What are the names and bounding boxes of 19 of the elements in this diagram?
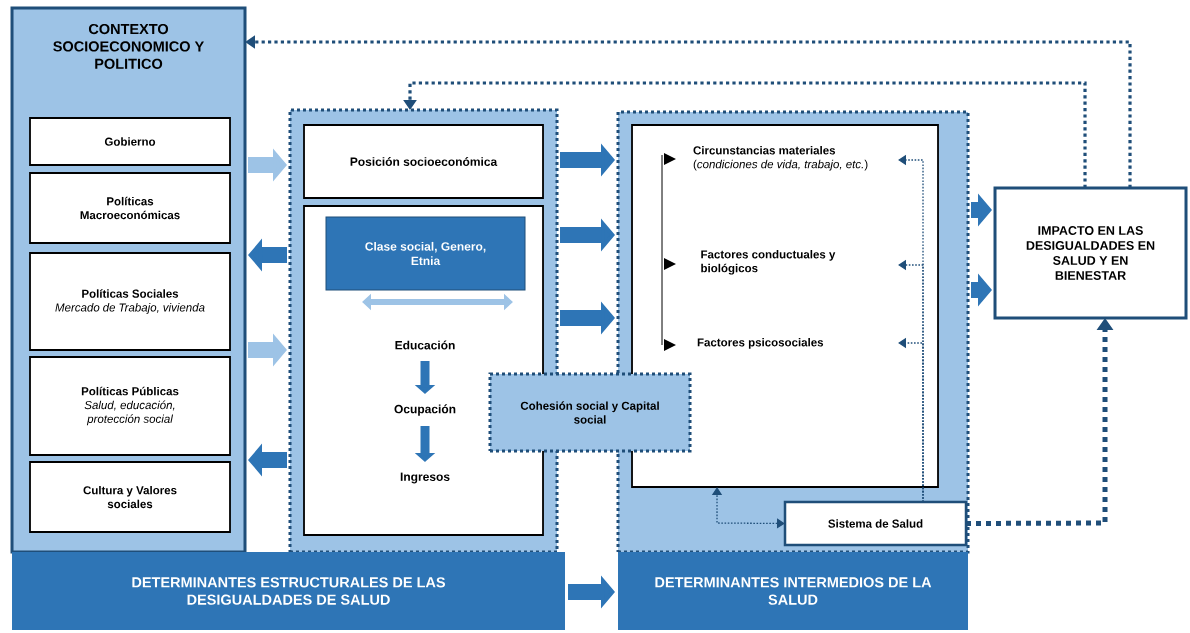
outcome-box: IMPACTO EN LAS DESIGUALDADES EN SALUD Y EN BIENESTAR xyxy=(993,186,1188,320)
factor-label: Circunstancias materiales (condiciones de vida, trabajo, etc.) xyxy=(693,146,868,171)
process-box: Sistema de Salud xyxy=(783,500,968,547)
step-label: Ocupación xyxy=(394,404,456,416)
policy-box: Políticas Sociales Mercado de Trabajo, vivienda xyxy=(29,252,231,351)
banner: DETERMINANTES INTERMEDIOS DE LA SALUD xyxy=(618,552,968,630)
factor-label: Factores psicosociales xyxy=(697,338,824,349)
cohesion-box: Cohesión social y Capital social xyxy=(488,372,692,453)
policy-box: Cultura y Valores sociales xyxy=(29,461,231,533)
arrow xyxy=(711,487,785,529)
banner: DETERMINANTES ESTRUCTURALES DE LAS DESIGUALDADES DE SALUD xyxy=(12,552,565,630)
policy-box: Políticas Macroeconómicas xyxy=(29,172,231,244)
step-label: Educación xyxy=(395,340,455,350)
process-box: Posición socioeconómica xyxy=(303,124,544,199)
policy-box: Políticas Públicas Salud, educación, protección social xyxy=(29,356,231,456)
policy-box: Gobierno xyxy=(29,117,231,166)
step-label: Ingresos xyxy=(400,472,450,484)
category-box: Clase social, Genero, Etnia xyxy=(325,216,526,291)
factor-label: Factores conductuales y biológicos xyxy=(701,250,836,275)
